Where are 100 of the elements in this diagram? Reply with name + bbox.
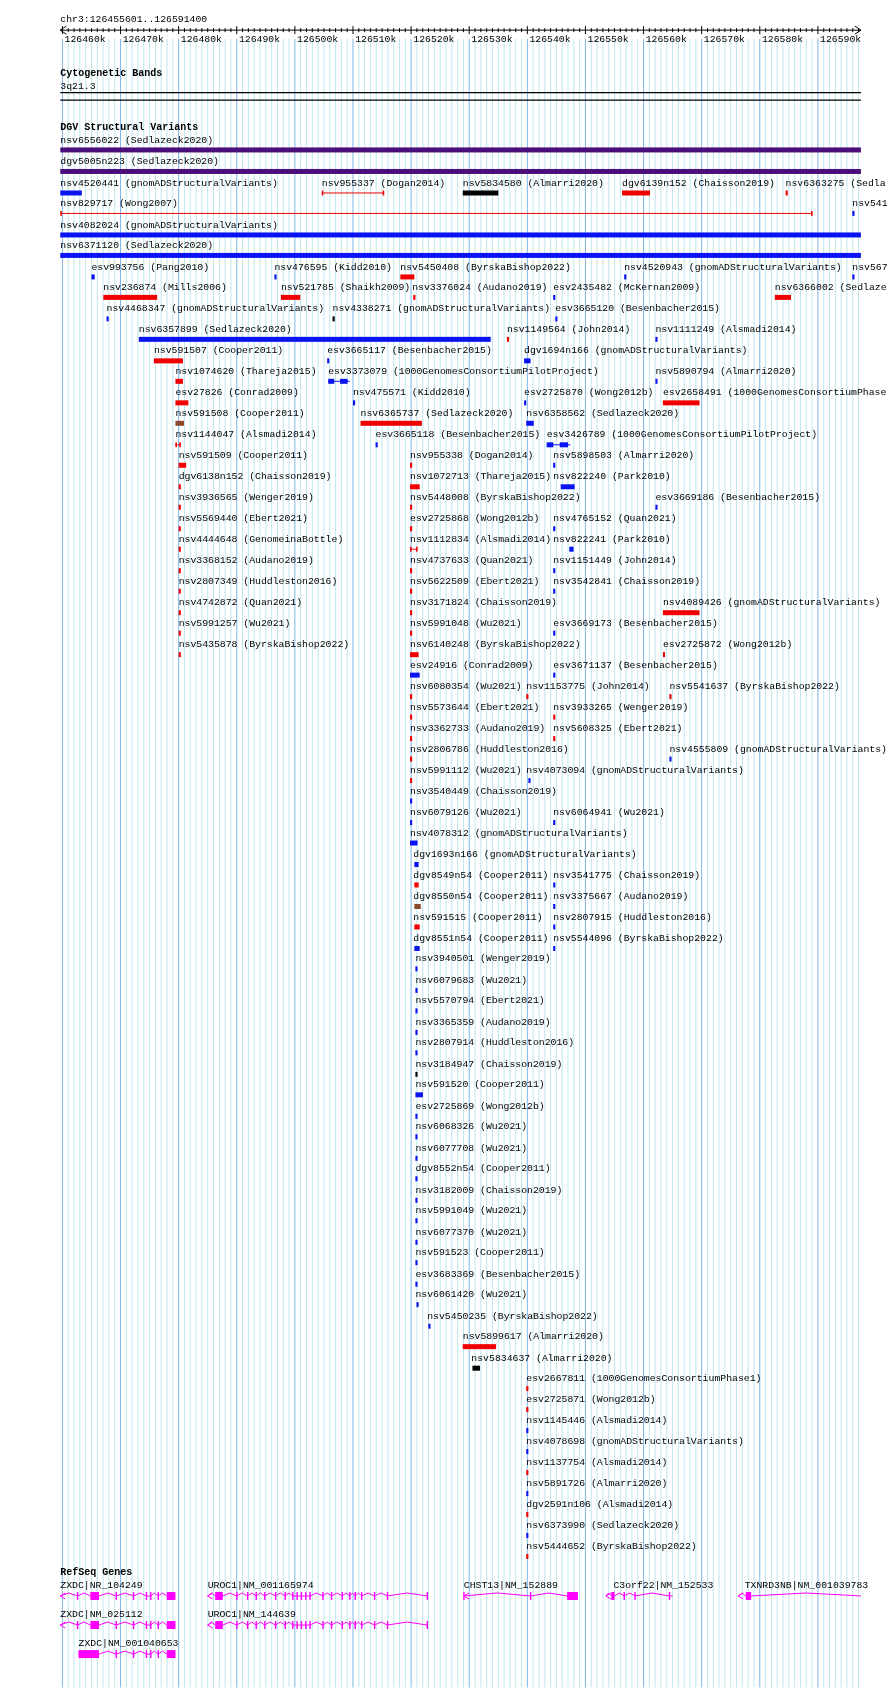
variant-label: nsv6358562 (Sedlazeck2020) bbox=[526, 407, 680, 419]
track-label: chr3:126455601..126591400 bbox=[60, 14, 208, 25]
variant-label: nsv4468347 (gnomADStructuralVariants) bbox=[106, 303, 325, 315]
variant-label: nsv5448008 (ByrskaBishop2022) bbox=[410, 491, 581, 503]
variant-label: nsv822240 (Park2010) bbox=[553, 471, 671, 483]
variant-label: dgv1693n166 (gnomADStructuralVariants) bbox=[413, 849, 637, 861]
variant-label: nsv1111249 (Alsmadi2014) bbox=[655, 323, 797, 335]
variant-label: nsv5541637 (ByrskaBishop2022) bbox=[669, 681, 840, 693]
variant-label: nsv5991112 (Wu2021) bbox=[410, 765, 522, 777]
variant-label: nsv591508 (Cooper2011) bbox=[175, 407, 305, 419]
ruler-tick-label: 126570k bbox=[703, 34, 745, 46]
variant-label: nsv5891726 (Almarri2020) bbox=[526, 1478, 668, 1490]
variant-label: nsv4555809 (gnomADStructuralVariants) bbox=[669, 743, 887, 755]
variant-label: dgv8552n54 (Cooper2011) bbox=[415, 1163, 551, 1175]
ruler-tick-label: 126460k bbox=[64, 34, 106, 46]
variant-label: esv2658491 (1000GenomesConsortiumPhase bbox=[662, 387, 887, 399]
variant-label: esv3669173 (Besenbacher2015) bbox=[553, 617, 718, 629]
variant-label: dgv2591n106 (Alsmadi2014) bbox=[526, 1499, 674, 1511]
variant-label: nsv2807915 (Huddleston2016) bbox=[553, 911, 712, 923]
variant-label: nsv6371120 (Sedlazeck2020) bbox=[60, 240, 214, 251]
variant-label: nsv475571 (Kidd2010) bbox=[353, 387, 471, 399]
ruler-tick-label: 126530k bbox=[471, 34, 513, 46]
gene-label: UROC1|NM_001165974 bbox=[207, 1579, 314, 1591]
variant-label: nsv4338271 (gnomADStructuralVariants) bbox=[332, 303, 551, 315]
variant-label: nsv591515 (Cooper2011) bbox=[413, 911, 543, 923]
variant-label: nsv6140248 (ByrskaBishop2022) bbox=[410, 639, 581, 651]
variant-label: nsv5898503 (Almarri2020) bbox=[553, 449, 695, 461]
ruler-tick-label: 126560k bbox=[645, 34, 687, 46]
variant-label: nsv3182009 (Chaisson2019) bbox=[415, 1184, 563, 1196]
variant-label: nsv3940501 (Wenger2019) bbox=[415, 953, 551, 965]
variant-label: nsv4073094 (gnomADStructuralVariants) bbox=[526, 765, 744, 777]
variant-label: dgv8549n54 (Cooper2011) bbox=[413, 869, 549, 881]
variant-label: nsv6079126 (Wu2021) bbox=[410, 807, 522, 819]
variant-label: nsv2806786 (Huddleston2016) bbox=[410, 743, 569, 755]
variant-label: nsv591523 (Cooper2011) bbox=[415, 1247, 545, 1259]
variant-label: nsv5570794 (Ebert2021) bbox=[415, 995, 545, 1007]
variant-label: nsv5991049 (Wu2021) bbox=[415, 1205, 528, 1217]
variant-label: esv24916 (Conrad2009) bbox=[410, 659, 534, 671]
ruler-tick-label: 126510k bbox=[355, 34, 397, 46]
variant-label: nsv3171824 (Chaisson2019) bbox=[410, 597, 557, 609]
variant-label: esv2725872 (Wong2012b) bbox=[662, 639, 793, 651]
ruler-tick-label: 126480k bbox=[180, 34, 222, 46]
track-heading: RefSeq Genes bbox=[60, 1566, 133, 1578]
variant-label: nsv2807349 (Huddleston2016) bbox=[178, 575, 338, 587]
ruler-tick-label: 126590k bbox=[820, 34, 862, 46]
variant-label: dgv8550n54 (Cooper2011) bbox=[413, 891, 549, 903]
variant-label: nsv5450235 (ByrskaBishop2022) bbox=[427, 1310, 598, 1322]
variant-label: nsv3542841 (Chaisson2019) bbox=[553, 575, 701, 587]
variant-label: nsv3368152 (Audano2019) bbox=[178, 555, 314, 567]
variant-label: esv3665120 (Besenbacher2015) bbox=[555, 303, 720, 315]
variant-label: nsv6068326 (Wu2021) bbox=[415, 1121, 528, 1133]
variant-label: nsv1153775 (John2014) bbox=[526, 681, 650, 693]
variant-label: nsv5991048 (Wu2021) bbox=[410, 617, 522, 629]
variant-label: nsv1137754 (Alsmadi2014) bbox=[526, 1457, 668, 1469]
variant-label: nsv1149564 (John2014) bbox=[506, 323, 631, 335]
variant-label: esv3665117 (Besenbacher2015) bbox=[327, 345, 492, 357]
variant-label: nsv591509 (Cooper2011) bbox=[178, 449, 308, 461]
variant-label: nsv1072713 (Thareja2015) bbox=[410, 471, 552, 483]
variant-label: nsv4520441 (gnomADStructuralVariants) bbox=[60, 177, 278, 189]
variant-label: nsv5569440 (Ebert2021) bbox=[178, 513, 308, 525]
variant-label: nsv955338 (Dogan2014) bbox=[410, 449, 534, 461]
variant-label: nsv3936565 (Wenger2019) bbox=[178, 491, 314, 503]
variant-label: nsv567 bbox=[852, 261, 888, 273]
variant-label: nsv4444648 (GenomeinaBottle) bbox=[178, 533, 344, 545]
variant-label: esv3671137 (Besenbacher2015) bbox=[553, 659, 718, 671]
variant-label: nsv6363275 (Sedla bbox=[785, 177, 886, 189]
variant-label: nsv5608325 (Ebert2021) bbox=[553, 723, 683, 735]
gene-label: UROC1|NM_144639 bbox=[207, 1608, 296, 1620]
variant-label: esv2725871 (Wong2012b) bbox=[526, 1394, 656, 1406]
variant-label: nsv5435878 (ByrskaBishop2022) bbox=[178, 639, 350, 651]
variant-label: nsv5450408 (ByrskaBishop2022) bbox=[400, 261, 571, 273]
variant-label: esv3683369 (Besenbacher2015) bbox=[415, 1268, 580, 1280]
variant-label: nsv6077370 (Wu2021) bbox=[415, 1226, 528, 1238]
variant-label: nsv6080354 (Wu2021) bbox=[410, 681, 522, 693]
variant-label: esv3669186 (Besenbacher2015) bbox=[655, 491, 820, 503]
variant-label: nsv3541775 (Chaisson2019) bbox=[553, 869, 701, 881]
variant-label: nsv6357899 (Sedlazeck2020) bbox=[138, 323, 292, 335]
gene-label: ZXDC|NM_025112 bbox=[60, 1608, 143, 1620]
variant-label: esv3426789 (1000GenomesConsortiumPilotProject) bbox=[546, 429, 818, 441]
variant-label: nsv6366002 (Sedlaze bbox=[774, 281, 887, 293]
variant-label: esv993756 (Pang2010) bbox=[91, 261, 210, 273]
track-heading: DGV Structural Variants bbox=[60, 121, 199, 133]
variant-label: nsv4765152 (Quan2021) bbox=[553, 513, 677, 525]
variant-label: nsv5444652 (ByrskaBishop2022) bbox=[526, 1541, 697, 1553]
variant-label: nsv3540449 (Chaisson2019) bbox=[410, 785, 557, 797]
variant-label: dgv8551n54 (Cooper2011) bbox=[413, 933, 549, 945]
gene-label: ZXDC|NR_104249 bbox=[60, 1579, 143, 1591]
variant-label: nsv6079683 (Wu2021) bbox=[415, 975, 528, 986]
variant-label: esv2435482 (McKernan2009) bbox=[553, 281, 701, 293]
variant-label: nsv5899617 (Almarri2020) bbox=[462, 1331, 604, 1343]
variant-label: nsv4089426 (gnomADStructuralVariants) bbox=[662, 597, 881, 609]
variant-label: nsv3375667 (Audano2019) bbox=[553, 891, 689, 903]
variant-label: nsv5544096 (ByrskaBishop2022) bbox=[553, 933, 724, 945]
variant-label: nsv3933265 (Wenger2019) bbox=[553, 701, 689, 713]
variant-label: nsv822241 (Park2010) bbox=[553, 533, 671, 545]
ruler-tick-label: 126540k bbox=[529, 34, 571, 46]
ruler-tick-label: 126470k bbox=[122, 34, 164, 46]
variant-label: nsv6064941 (Wu2021) bbox=[553, 807, 665, 819]
variant-label: nsv4082024 (gnomADStructuralVariants) bbox=[60, 219, 278, 231]
variant-label: nsv6556022 (Sedlazeck2020) bbox=[60, 134, 214, 146]
